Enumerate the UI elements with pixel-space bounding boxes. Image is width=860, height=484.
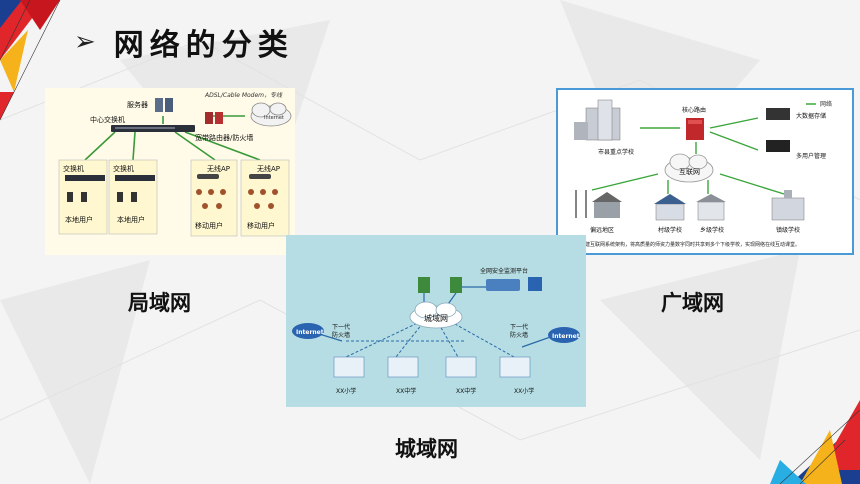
switch-icon-2: [115, 175, 155, 181]
wan-internet-cloud-icon: [664, 153, 714, 183]
township-school-label: 乡级学校: [700, 226, 724, 234]
school-building-icons: [333, 356, 531, 378]
internet-label-right: Internet: [552, 333, 580, 340]
key-school-building-icon: [574, 99, 621, 141]
lan-header-text: ADSL/Cable Modem，专线: [204, 91, 283, 99]
corner-decoration-bottom-right: [770, 400, 860, 484]
school-label-3: XX中学: [456, 387, 476, 395]
server-label: 服务器: [127, 100, 148, 109]
lan-group-3: [190, 159, 238, 237]
key-school-label: 市县重点学校: [598, 148, 634, 156]
wireless-ap-icon-2: [249, 174, 271, 179]
svg-text:防火墙: 防火墙: [510, 331, 528, 339]
multi-user-label: 多用户管理: [796, 152, 826, 160]
mobile-device-icons: [196, 189, 278, 209]
mobile-user-label-2: 移动用户: [247, 221, 275, 230]
township-school-icon: [696, 194, 726, 221]
town-school-label: 镇级学校: [776, 226, 800, 234]
router-firewall-icon: [205, 112, 223, 124]
local-user-label-1: 本地用户: [65, 215, 93, 224]
page-title: 网络的分类: [113, 28, 294, 63]
wireless-ap-label-2: 无线AP: [257, 164, 280, 173]
man-cloud-icon: [409, 301, 463, 329]
bigdata-server-icon: [766, 108, 790, 120]
lan-group-4: [240, 159, 290, 237]
town-school-icon: [771, 190, 805, 221]
local-user-icons: [67, 192, 137, 202]
lan-diagram: ADSL/Cable Modem，专线 Internet 服务器 中心交换机: [45, 88, 295, 255]
router-firewall-label: 宽带路由器/防火墙: [195, 133, 253, 142]
switch-label-2: 交换机: [113, 164, 134, 173]
wan-diagram: 网络 市县重点学校 核心路由 大数据存储 多用户管理: [556, 88, 854, 255]
man-diagram: 全网安全监测平台 城域网 下一代 防火墙 下一代 防火墙 Internet In…: [286, 235, 586, 407]
core-router-icon: [686, 118, 704, 140]
firewall-label-2: 下一代: [510, 323, 528, 331]
remote-area-label: 偏远地区: [590, 226, 614, 234]
internet-icon-right: [548, 327, 580, 343]
lan-cloud-icon: Internet: [250, 102, 292, 127]
internet-icon-left: [292, 323, 324, 339]
remote-area-icon: [575, 190, 622, 218]
core-switch-icon: [111, 125, 195, 132]
wireless-ap-label-1: 无线AP: [207, 164, 230, 173]
wireless-ap-icon-1: [197, 174, 219, 179]
village-school-icon: [654, 194, 686, 221]
man-cloud-label: 城域网: [424, 313, 448, 323]
switch-label-1: 交换机: [63, 164, 84, 173]
corner-decoration-top-left: [0, 0, 61, 121]
firewall-label-1: 下一代: [332, 323, 350, 331]
slide-title-row: ➢ 网络的分类: [74, 22, 294, 63]
platform-label: 全网安全监测平台: [480, 267, 528, 275]
core-switch-label: 中心交换机: [90, 115, 125, 124]
security-switch-icons: [418, 277, 462, 293]
switch-icon-1: [65, 175, 105, 181]
wan-legend: 网络: [820, 100, 832, 108]
village-school-label: 村级学校: [658, 226, 682, 234]
monitor-server-icon: [528, 277, 542, 291]
lan-internet-label: Internet: [264, 115, 284, 121]
bullet-arrow-icon: ➢: [74, 27, 96, 57]
multi-user-server-icon: [766, 140, 790, 152]
internet-label-left: Internet: [296, 329, 324, 336]
svg-text:防火墙: 防火墙: [332, 331, 350, 339]
mobile-user-label-1: 移动用户: [195, 221, 223, 230]
man-caption: 城域网: [395, 437, 458, 461]
core-router-label: 核心路由: [682, 106, 706, 114]
bigdata-label: 大数据存储: [796, 112, 826, 120]
local-user-label-2: 本地用户: [117, 215, 145, 224]
wan-internet-label: 互联网: [679, 167, 700, 176]
monitor-platform-icon: [486, 279, 520, 291]
school-label-2: XX中学: [396, 387, 416, 395]
school-label-4: XX小学: [514, 387, 534, 395]
school-label-1: XX小学: [336, 387, 356, 395]
server-icon: [155, 98, 173, 112]
wan-footnote: 搭建互联网系统架构，将高质量的师资力量数字同时共享到多个下级学校，实现网络在线互…: [580, 241, 800, 248]
wan-caption: 广域网: [661, 291, 724, 315]
lan-caption: 局域网: [128, 291, 191, 315]
